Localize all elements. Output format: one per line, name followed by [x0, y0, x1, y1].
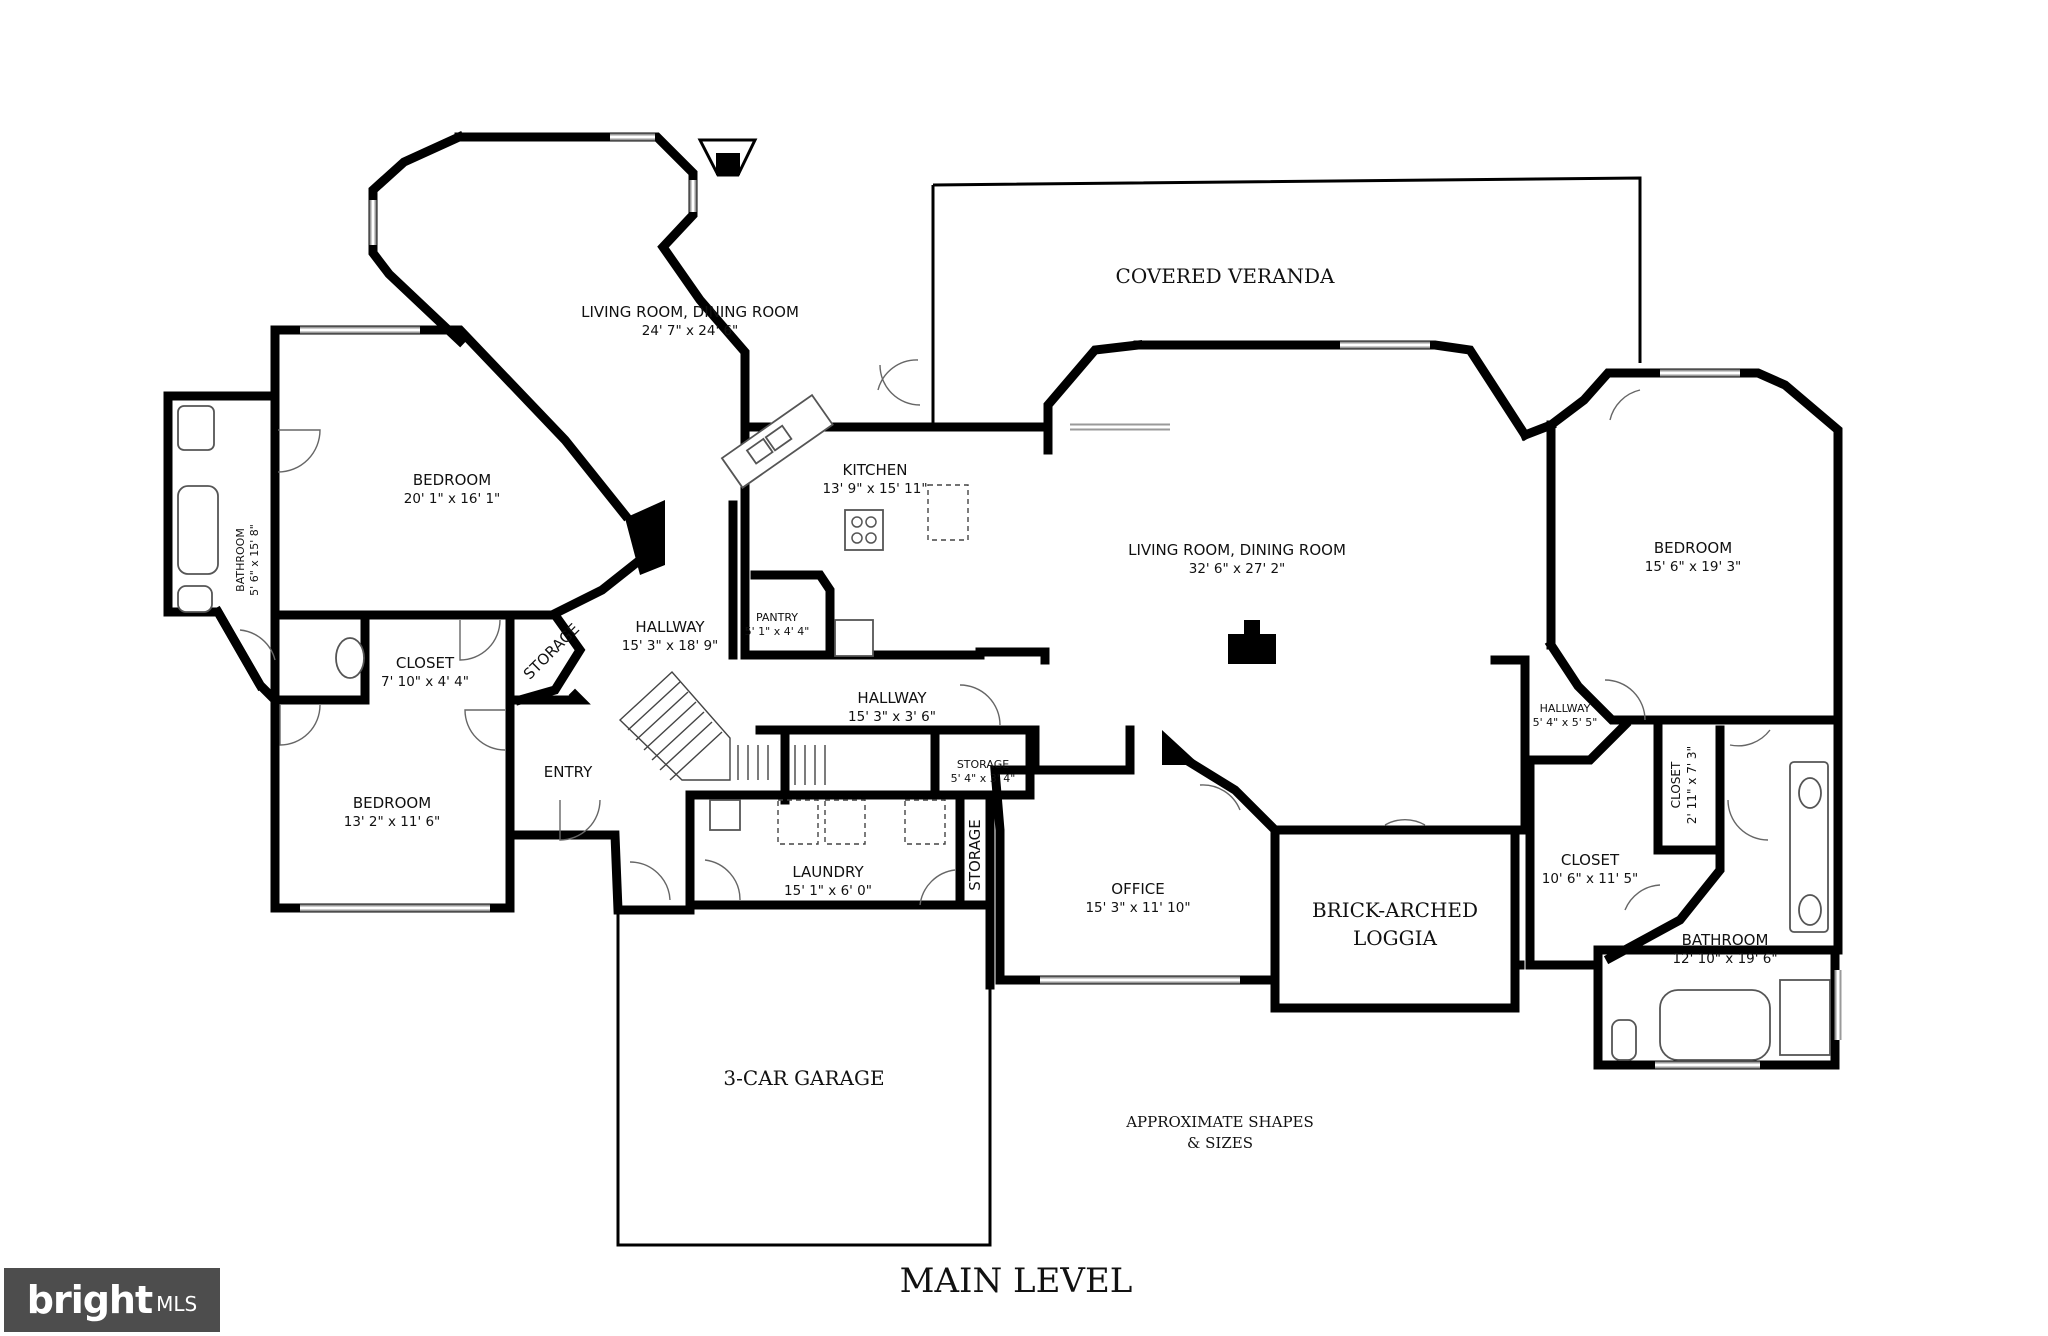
living-east-name: LIVING ROOM, DINING ROOM: [1128, 541, 1346, 559]
bathroom-w-name: BATHROOM: [234, 528, 247, 592]
brand-logo: bright MLS: [4, 1268, 220, 1332]
plan-title: MAIN LEVEL: [900, 1261, 1133, 1301]
laundry-name: LAUNDRY: [792, 863, 864, 881]
hallway-main-name: HALLWAY: [635, 618, 705, 636]
storage-diag-name: STORAGE: [520, 620, 583, 683]
walls: [163, 131, 1843, 1247]
pantry-dims: 5' 1" x 4' 4": [745, 625, 810, 638]
living-west-name: LIVING ROOM, DINING ROOM: [581, 303, 799, 321]
loggia-name2: LOGGIA: [1353, 926, 1438, 950]
bedroom-e-name: BEDROOM: [1654, 539, 1732, 557]
closet-w-name: CLOSET: [396, 654, 455, 672]
closet-e-small-dims: 2' 11" x 7' 3": [1685, 746, 1699, 824]
hallway-main-dims: 15' 3" x 18' 9": [622, 638, 719, 654]
hallway-mid-name: HALLWAY: [857, 689, 927, 707]
bathroom-e-name: BATHROOM: [1682, 931, 1769, 949]
storage-vert-name: STORAGE: [966, 819, 984, 890]
closet-e-dims: 10' 6" x 11' 5": [1542, 871, 1639, 887]
kitchen-dims: 13' 9" x 15' 11": [822, 481, 927, 497]
kitchen-name: KITCHEN: [843, 461, 908, 479]
office-name: OFFICE: [1111, 880, 1164, 898]
bathroom-e-dims: 12' 10" x 19' 6": [1672, 951, 1777, 967]
storage-mid-name: STORAGE: [957, 758, 1009, 771]
loggia-name: BRICK-ARCHED: [1312, 898, 1478, 922]
brand-suffix: MLS: [156, 1292, 198, 1316]
approx-note-line1: APPROXIMATE SHAPES: [1125, 1113, 1314, 1131]
office-dims: 15' 3" x 11' 10": [1085, 900, 1190, 916]
entry-name: ENTRY: [544, 763, 593, 781]
bedroom-sw-dims: 13' 2" x 11' 6": [344, 814, 441, 830]
bathroom-w-dims: 5' 6" x 15' 8": [248, 524, 261, 596]
closet-w-dims: 7' 10" x 4' 4": [381, 674, 469, 690]
bedroom-sw-name: BEDROOM: [353, 794, 431, 812]
garage-name: 3-CAR GARAGE: [723, 1066, 884, 1090]
hallway-mid-dims: 15' 3" x 3' 6": [848, 709, 936, 725]
fixtures: [177, 393, 1831, 1061]
bedroom-e-dims: 15' 6" x 19' 3": [1645, 559, 1742, 575]
storage-mid-dims: 5' 4" x 3' 4": [951, 772, 1016, 785]
hallway-e-dims: 5' 4" x 5' 5": [1533, 716, 1598, 729]
laundry-dims: 15' 1" x 6' 0": [784, 883, 872, 899]
windows: [300, 133, 1842, 1069]
pantry-name: PANTRY: [756, 611, 798, 624]
bedroom-nw-name: BEDROOM: [413, 471, 491, 489]
closet-e-name: CLOSET: [1561, 851, 1620, 869]
room-labels: LIVING ROOM, DINING ROOM 24' 7" x 24' 6"…: [234, 264, 1778, 1301]
brand-name: bright: [26, 1278, 153, 1322]
living-east-dims: 32' 6" x 27' 2": [1189, 561, 1286, 577]
bedroom-nw-dims: 20' 1" x 16' 1": [404, 491, 501, 507]
approx-note-line2: & SIZES: [1187, 1134, 1253, 1152]
doors: [239, 359, 1771, 911]
living-west-dims: 24' 7" x 24' 6": [642, 323, 739, 339]
veranda-name: COVERED VERANDA: [1116, 264, 1336, 288]
closet-e-small-name: CLOSET: [1669, 761, 1683, 808]
hallway-e-name: HALLWAY: [1540, 702, 1591, 715]
